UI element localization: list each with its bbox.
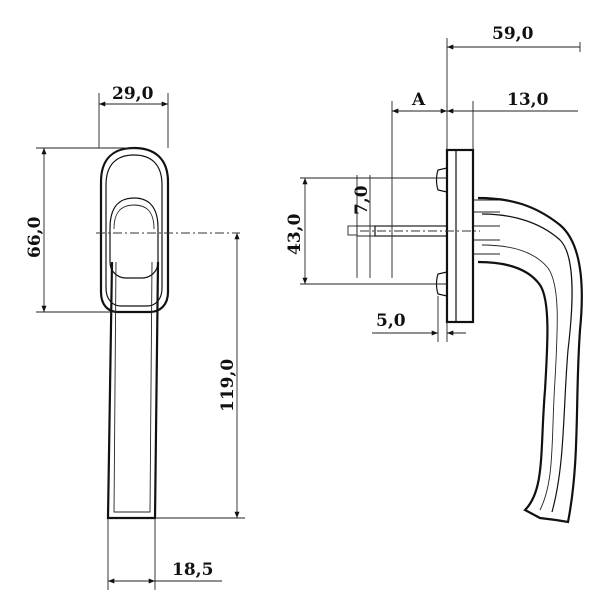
lever-body-inner (113, 261, 153, 513)
dim-depth-label: 59,0 (492, 24, 534, 44)
curved-lever-ridge (481, 244, 558, 511)
spindle-square-symbol (347, 225, 358, 236)
dim-rose-offset-label: 5,0 (376, 311, 406, 331)
dim-total-length-label: 119,0 (218, 359, 238, 412)
dim-width-label: 29,0 (112, 84, 154, 104)
front-view: 29,0 66,0 119,0 18,5 (25, 84, 245, 590)
dim-screw-spacing-label: 43,0 (285, 213, 305, 255)
curved-lever-outer (477, 196, 583, 524)
curved-lever-highlight (481, 213, 573, 513)
dim-lever-width-label: 18,5 (172, 560, 213, 580)
rosette-inner (105, 154, 163, 307)
lever-cap (109, 197, 159, 279)
lever-body (106, 261, 160, 520)
dim-head-height-label: 66,0 (25, 216, 45, 258)
side-view: 59,0 A 13,0 7,0 43,0 5,0 (285, 24, 583, 524)
base-plate (445, 148, 475, 324)
curved-lever-inner (477, 260, 557, 522)
screw-head-top (435, 167, 448, 193)
lever-cap-inner (113, 204, 155, 230)
dim-spindle-square-label: 7,0 (352, 185, 372, 215)
rosette-outline (99, 146, 170, 314)
dim-base-thickness-label: 13,0 (507, 90, 549, 110)
dim-a-label: A (411, 90, 426, 110)
